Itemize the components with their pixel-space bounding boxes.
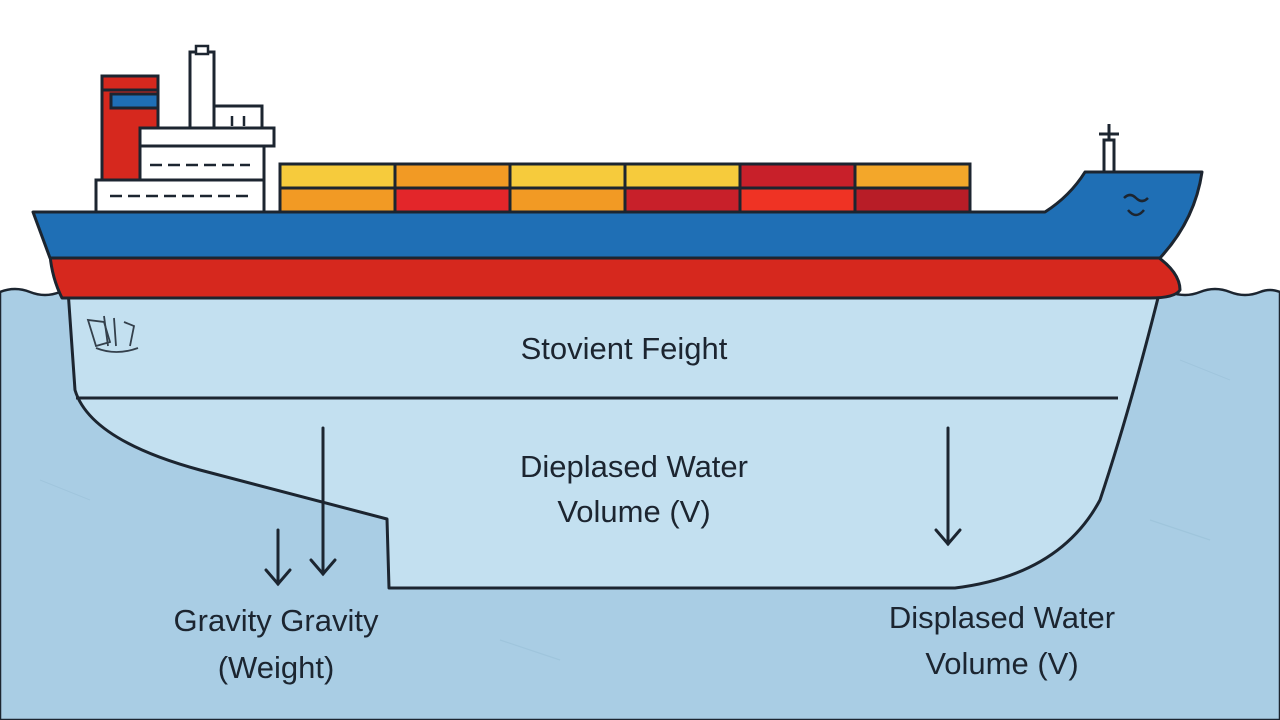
container-box bbox=[853, 162, 972, 190]
bow-emblem-icon bbox=[1123, 193, 1149, 217]
superstructure-windows bbox=[110, 116, 250, 198]
gravity-label-line2: (Weight) bbox=[217, 650, 335, 685]
container-box bbox=[278, 162, 397, 190]
hull-upper-label: Stovient Feight bbox=[520, 331, 728, 366]
force-arrows bbox=[264, 426, 962, 587]
container-box bbox=[738, 162, 857, 190]
container-box bbox=[853, 186, 972, 214]
container-box bbox=[278, 186, 397, 214]
container-box bbox=[738, 186, 857, 214]
hull-lower-label-line1: Dieplased Water bbox=[519, 449, 748, 484]
container-box bbox=[623, 162, 742, 190]
container-box bbox=[508, 162, 627, 190]
container-box bbox=[393, 186, 512, 214]
gravity-label-line1: Gravity Gravity bbox=[173, 603, 379, 638]
exhaust-cap bbox=[194, 44, 210, 56]
container-box bbox=[508, 186, 627, 214]
displaced-water-label-line1: Displased Water bbox=[888, 600, 1116, 635]
container-stack bbox=[278, 162, 972, 214]
propeller-icon bbox=[86, 315, 139, 353]
gravity-arrow-long bbox=[309, 426, 337, 577]
exhaust-pipe bbox=[188, 50, 216, 130]
container-box bbox=[623, 186, 742, 214]
hull-red-band bbox=[48, 253, 1182, 300]
displaced-water-label-line2: Volume (V) bbox=[925, 646, 1079, 681]
displaced-water-arrow bbox=[934, 426, 962, 547]
gravity-arrow-short bbox=[264, 528, 292, 587]
hull-blue-band bbox=[31, 170, 1204, 260]
container-box bbox=[393, 162, 512, 190]
hull-lower-label-line2: Volume (V) bbox=[557, 494, 711, 529]
hull-underwater bbox=[66, 288, 1162, 590]
bow-mast bbox=[1099, 124, 1119, 174]
